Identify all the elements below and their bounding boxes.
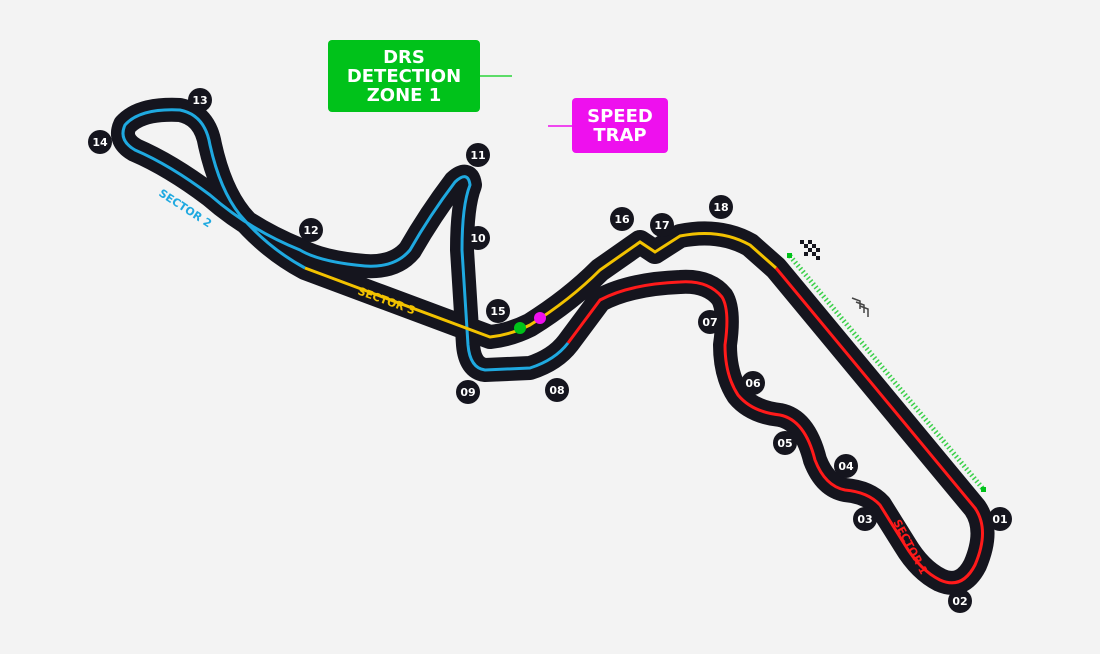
turn-marker-circle: [709, 195, 733, 219]
speed-trap-label: SPEED TRAP: [572, 98, 668, 153]
turn-number: 08: [549, 384, 564, 397]
turn-number: 03: [857, 513, 872, 526]
turn-marker-circle: [698, 310, 722, 334]
sector-3-line: [304, 231, 777, 339]
turn-number: 13: [192, 94, 207, 107]
speed-trap-point: [534, 312, 546, 324]
turn-number: 05: [777, 437, 792, 450]
turn-marker-15: 15: [486, 299, 510, 323]
turn-marker-circle: [466, 143, 490, 167]
turn-marker-17: 17: [650, 213, 674, 237]
turn-marker-circle: [466, 226, 490, 250]
turn-marker-circle: [853, 507, 877, 531]
turn-number: 06: [745, 377, 761, 390]
sector-1-line: [566, 267, 984, 585]
turn-marker-03: 03: [853, 507, 877, 531]
turn-markers: 01 02 03 04 05 06 07 08 09 10 11 12 13 14 15 16 17 18: [88, 88, 1012, 613]
turn-number: 15: [490, 305, 505, 318]
track-surface: [111, 97, 995, 595]
checkered-flag-icon: [800, 240, 820, 260]
turn-marker-circle: [650, 213, 674, 237]
drs-line-2: DETECTION: [346, 65, 462, 87]
turn-marker-07: 07: [698, 310, 722, 334]
turn-number: 01: [992, 513, 1007, 526]
turn-marker-10: 10: [466, 226, 490, 250]
turn-marker-11: 11: [466, 143, 490, 167]
turn-marker-circle: [299, 218, 323, 242]
turn-number: 12: [303, 224, 318, 237]
turn-number: 18: [713, 201, 728, 214]
turn-marker-circle: [88, 130, 112, 154]
drs-line-3: ZONE 1: [366, 84, 442, 106]
turn-marker-14: 14: [88, 130, 112, 154]
turn-marker-circle: [773, 431, 797, 455]
sector-2-line: [121, 108, 570, 372]
speed-trap-line-1: SPEED: [587, 105, 653, 127]
turn-marker-18: 18: [709, 195, 733, 219]
turn-marker-01: 01: [988, 507, 1012, 531]
turn-marker-13: 13: [188, 88, 212, 112]
turn-marker-circle: [834, 454, 858, 478]
drs-detection-point: [514, 322, 526, 334]
turn-marker-08: 08: [545, 378, 569, 402]
turn-marker-circle: [545, 378, 569, 402]
turn-marker-circle: [948, 589, 972, 613]
drs-zone-end: [981, 487, 986, 492]
turn-marker-circle: [741, 371, 765, 395]
speed-trap-line-2: TRAP: [593, 124, 647, 146]
turn-marker-circle: [610, 207, 634, 231]
turn-marker-circle: [486, 299, 510, 323]
turn-marker-06: 06: [741, 371, 765, 395]
turn-number: 02: [952, 595, 967, 608]
direction-chevrons-icon: [851, 297, 869, 317]
turn-number: 09: [460, 386, 475, 399]
drs-zone-line: [788, 254, 986, 492]
turn-marker-05: 05: [773, 431, 797, 455]
turn-marker-12: 12: [299, 218, 323, 242]
turn-number: 17: [654, 219, 669, 232]
turn-marker-circle: [456, 380, 480, 404]
turn-marker-09: 09: [456, 380, 480, 404]
turn-marker-circle: [988, 507, 1012, 531]
turn-number: 11: [470, 149, 485, 162]
turn-number: 16: [614, 213, 630, 226]
turn-marker-02: 02: [948, 589, 972, 613]
turn-number: 14: [92, 136, 108, 149]
turn-marker-16: 16: [610, 207, 634, 231]
turn-marker-circle: [188, 88, 212, 112]
drs-detection-zone-label: DRS DETECTION ZONE 1: [328, 40, 480, 112]
turn-number: 07: [702, 316, 717, 329]
turn-number: 04: [838, 460, 854, 473]
drs-zone-start: [787, 253, 792, 258]
turn-number: 10: [470, 232, 486, 245]
turn-marker-04: 04: [834, 454, 858, 478]
drs-line-1: DRS: [383, 46, 425, 68]
